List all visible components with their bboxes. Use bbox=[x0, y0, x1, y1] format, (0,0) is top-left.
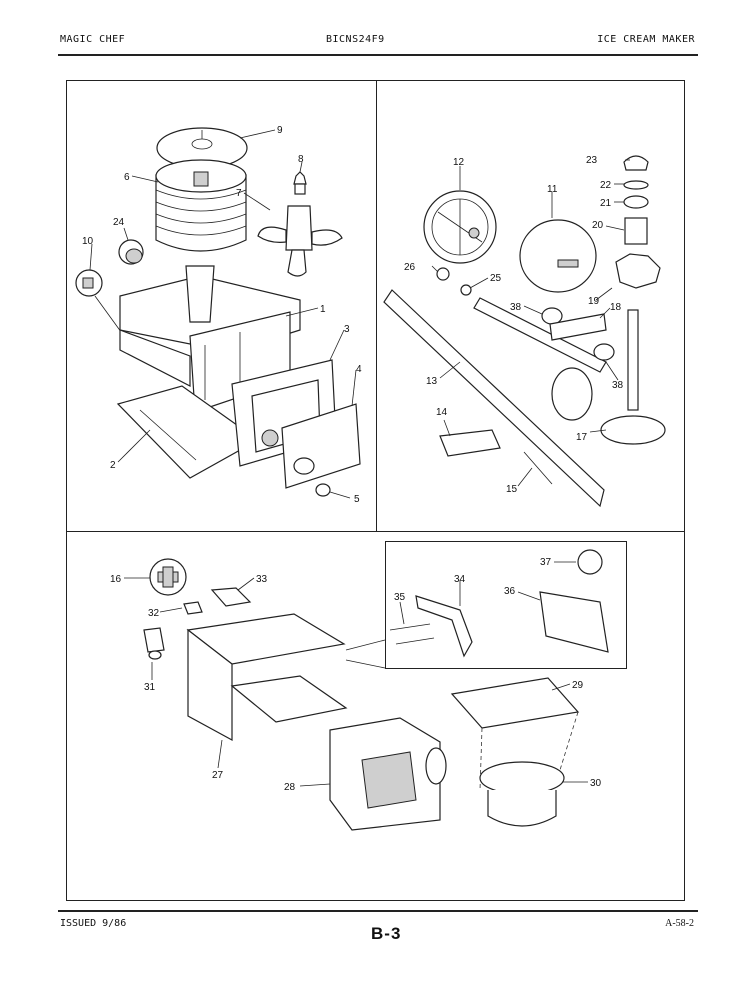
detail-circle-part bbox=[75, 269, 125, 337]
small-gear-part bbox=[293, 171, 307, 195]
lid-part bbox=[156, 127, 248, 169]
callout-24: 24 bbox=[113, 217, 125, 228]
callout-19: 19 bbox=[588, 296, 600, 307]
callout-37: 37 bbox=[540, 557, 552, 568]
motor-bracket-part bbox=[186, 613, 348, 742]
callout-34: 34 bbox=[454, 574, 466, 585]
callout-15: 15 bbox=[506, 484, 518, 495]
clip-part bbox=[183, 587, 252, 615]
callout-12: 12 bbox=[453, 157, 465, 168]
nut-part bbox=[615, 253, 661, 289]
callout-23: 23 bbox=[586, 155, 598, 166]
wheel-part bbox=[423, 190, 497, 264]
callout-20: 20 bbox=[592, 220, 604, 231]
callout-9: 9 bbox=[277, 125, 283, 136]
motor-cap-part bbox=[479, 761, 565, 827]
callout-6: 6 bbox=[124, 172, 130, 183]
callout-11: 11 bbox=[547, 184, 558, 195]
reference-code: A-58-2 bbox=[665, 918, 694, 929]
callout-3: 3 bbox=[344, 324, 350, 335]
panel-motor-assembly bbox=[66, 531, 685, 901]
paddle-part bbox=[257, 205, 343, 277]
callout-35: 35 bbox=[394, 592, 406, 603]
callout-labels: 1 2 3 4 5 6 7 8 9 10 24 12 11 23 22 21 2… bbox=[82, 125, 624, 793]
callout-2: 2 bbox=[110, 460, 116, 471]
dial-knob-part bbox=[149, 558, 187, 596]
gear-shaft-part bbox=[600, 309, 666, 445]
callout-8: 8 bbox=[298, 154, 304, 165]
callout-31: 31 bbox=[144, 682, 156, 693]
switch-inset-parts bbox=[389, 549, 609, 658]
callout-22: 22 bbox=[600, 180, 612, 191]
callout-27: 27 bbox=[212, 770, 224, 781]
header-section: ICE CREAM MAKER bbox=[597, 34, 695, 45]
spring-part bbox=[523, 451, 553, 485]
callout-18: 18 bbox=[610, 302, 622, 313]
bracket-part bbox=[439, 429, 501, 457]
motor-part bbox=[329, 717, 447, 831]
lamp-part bbox=[143, 627, 165, 660]
footer-rule bbox=[58, 910, 698, 912]
callout-17: 17 bbox=[576, 432, 588, 443]
callout-26: 26 bbox=[404, 262, 416, 273]
leader-lines bbox=[89, 129, 630, 787]
callout-13: 13 bbox=[426, 376, 438, 387]
small-parts-group bbox=[436, 267, 615, 361]
callout-5: 5 bbox=[354, 494, 360, 505]
callout-14: 14 bbox=[436, 407, 448, 418]
container-part bbox=[155, 159, 247, 252]
page-number: B-3 bbox=[371, 924, 402, 943]
callout-32: 32 bbox=[148, 608, 160, 619]
callout-1: 1 bbox=[320, 304, 326, 315]
callout-33: 33 bbox=[256, 574, 268, 585]
callout-28: 28 bbox=[284, 782, 296, 793]
issued-date: ISSUED 9/86 bbox=[60, 918, 127, 929]
header-model: BICNS24F9 bbox=[326, 34, 385, 45]
callout-4: 4 bbox=[356, 364, 362, 375]
callout-38-upper: 38 bbox=[510, 302, 522, 313]
inset-switch-detail bbox=[385, 541, 627, 669]
cap-stack-part bbox=[623, 155, 649, 245]
callout-10: 10 bbox=[82, 236, 94, 247]
callout-7: 7 bbox=[236, 188, 242, 199]
callout-36: 36 bbox=[504, 586, 516, 597]
callout-38-lower: 38 bbox=[612, 380, 624, 391]
header-brand: MAGIC CHEF bbox=[60, 34, 126, 45]
screw-part bbox=[315, 483, 331, 497]
callout-21: 21 bbox=[600, 198, 612, 209]
header-rule bbox=[58, 54, 698, 56]
callout-25: 25 bbox=[490, 273, 502, 284]
drum-part bbox=[519, 219, 597, 293]
callout-30: 30 bbox=[590, 778, 602, 789]
panel-plate-part bbox=[281, 403, 361, 489]
knob-part bbox=[118, 239, 144, 265]
auger-shaft-part bbox=[383, 289, 607, 508]
callout-16: 16 bbox=[110, 574, 122, 585]
callout-29: 29 bbox=[572, 680, 584, 691]
